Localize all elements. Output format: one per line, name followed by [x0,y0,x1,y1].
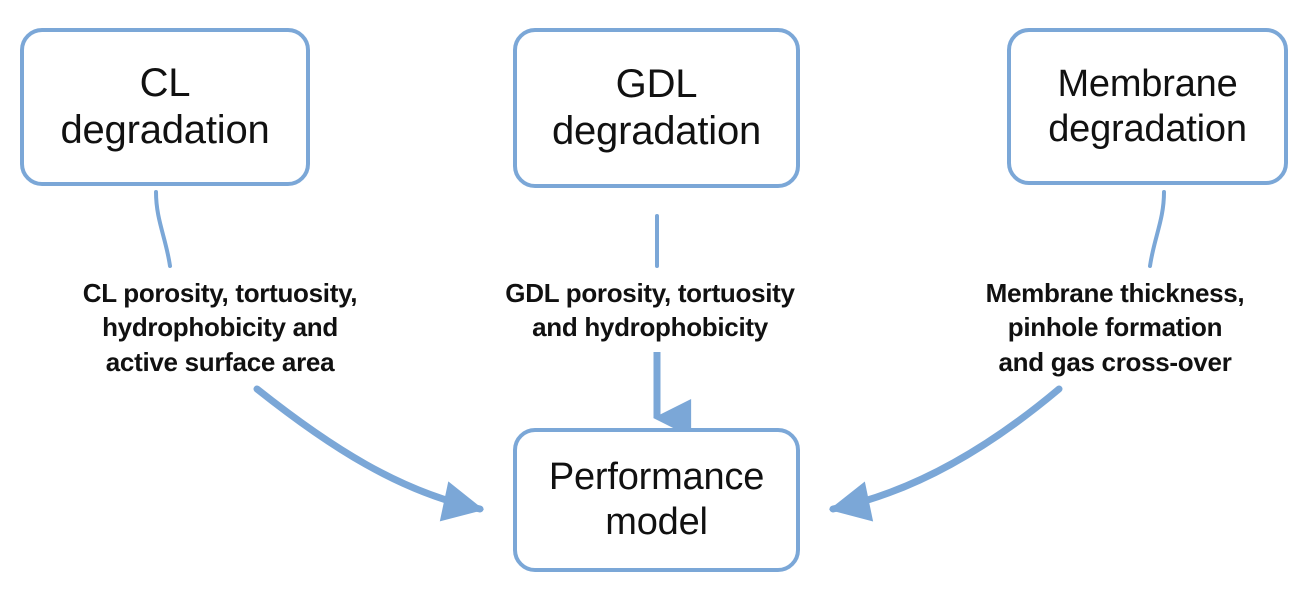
node-gdl-degradation-label: GDL degradation [551,61,762,153]
connector-cl-params-to-performance [253,385,484,522]
connector-membrane-to-membrane-params [1148,190,1166,268]
node-performance-model-label: Performance model [548,456,765,543]
node-cl-degradation-label: CL degradation [60,60,270,152]
node-gdl-degradation[interactable]: GDL degradation [513,28,800,188]
connector-membrane-params-to-performance [829,385,1063,522]
annotation-membrane-parameters: Membrane thickness, pinhole formation an… [985,278,1245,377]
node-performance-model[interactable]: Performance model [513,428,800,572]
node-membrane-degradation-label: Membrane degradation [1048,62,1247,150]
node-cl-degradation[interactable]: CL degradation [20,28,310,186]
connector-cl-to-cl-params [154,190,172,268]
node-membrane-degradation[interactable]: Membrane degradation [1007,28,1288,185]
annotation-cl-parameters: CL porosity, tortuosity, hydrophobicity … [82,278,358,377]
annotation-gdl-parameters: GDL porosity, tortuosity and hydrophobic… [505,278,795,343]
